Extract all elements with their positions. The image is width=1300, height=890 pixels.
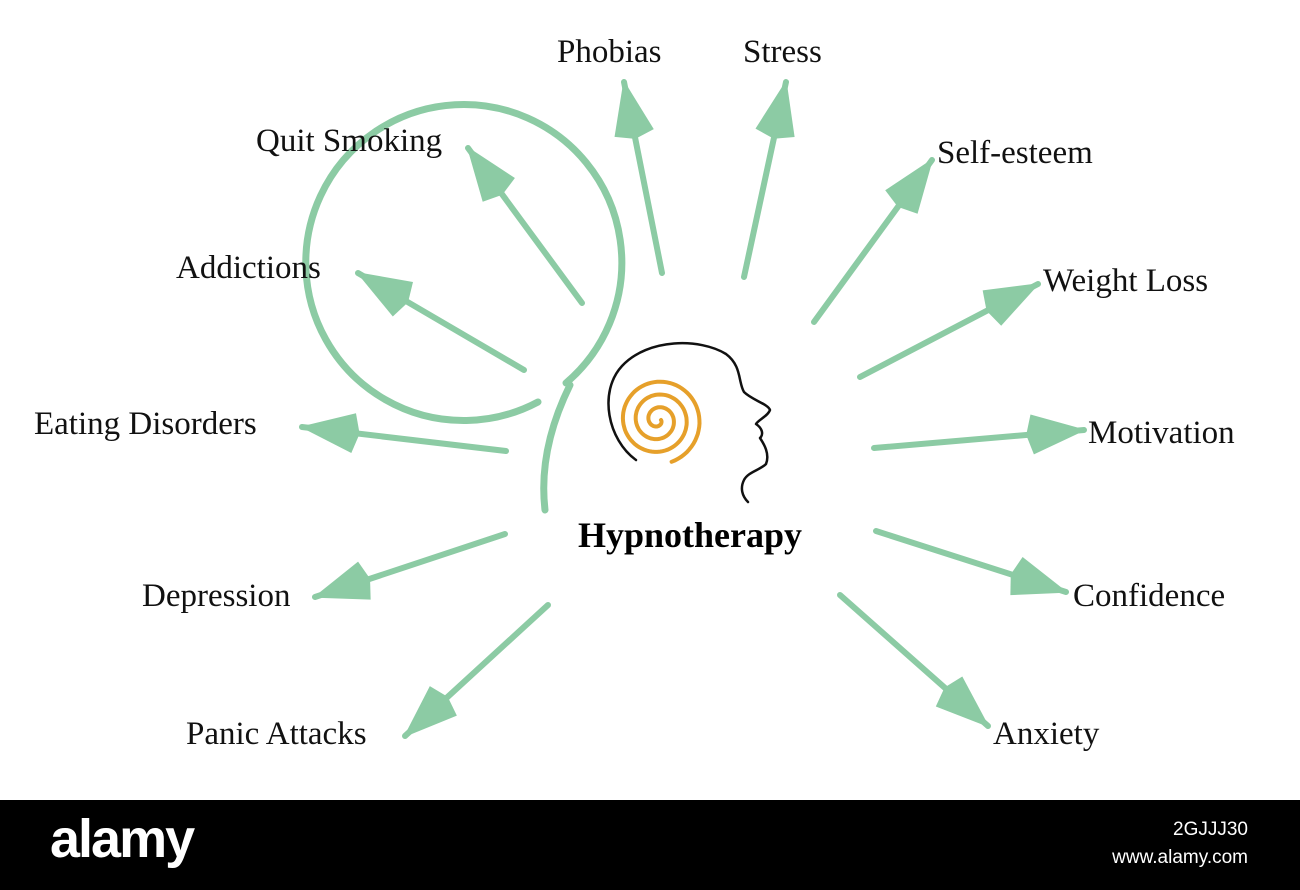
center-title: Hypnotherapy <box>578 515 803 555</box>
alamy-logo: alamy <box>50 809 195 869</box>
benefit-anxiety: Anxiety <box>993 716 1100 752</box>
benefit-quit-smoking: Quit Smoking <box>256 123 443 159</box>
benefit-stress: Stress <box>743 34 822 70</box>
site-url: www.alamy.com <box>1112 847 1248 868</box>
center-ring <box>302 101 626 424</box>
benefit-depression: Depression <box>142 578 291 614</box>
benefit-weight-loss: Weight Loss <box>1043 263 1209 299</box>
arrow-stress <box>741 79 795 280</box>
arrow-confidence <box>873 528 1069 596</box>
arrow-self-esteem <box>811 157 935 325</box>
benefit-motivation: Motivation <box>1088 415 1235 451</box>
arrow-phobias <box>614 79 665 276</box>
image-id: 2GJJJ30 <box>1173 819 1248 840</box>
hypnotherapy-diagram: Phobias Stress Self-esteem Weight Loss M… <box>34 34 1235 752</box>
benefit-phobias: Phobias <box>557 34 662 70</box>
benefit-panic-attacks: Panic Attacks <box>186 716 367 752</box>
head-profile-icon <box>607 341 772 504</box>
benefit-eating-disorders: Eating Disorders <box>34 406 257 442</box>
watermark-footer: alamy 2GJJJ30 www.alamy.com <box>0 800 1300 890</box>
arrow-eating-disorders <box>299 413 509 454</box>
arrow-weight-loss <box>857 281 1041 380</box>
benefit-addictions: Addictions <box>176 250 321 286</box>
arrow-quit-smoking <box>465 145 585 306</box>
spiral-icon <box>620 379 702 464</box>
arrow-depression <box>312 531 508 600</box>
arrow-addictions <box>355 270 527 373</box>
arrow-motivation <box>871 414 1087 455</box>
center-ring-inner-stroke <box>540 381 574 514</box>
arrow-anxiety <box>837 592 991 729</box>
benefit-confidence: Confidence <box>1073 578 1226 614</box>
diagram-graphics <box>299 79 1087 739</box>
benefit-self-esteem: Self-esteem <box>937 135 1093 171</box>
arrow-panic-attacks <box>402 602 551 739</box>
